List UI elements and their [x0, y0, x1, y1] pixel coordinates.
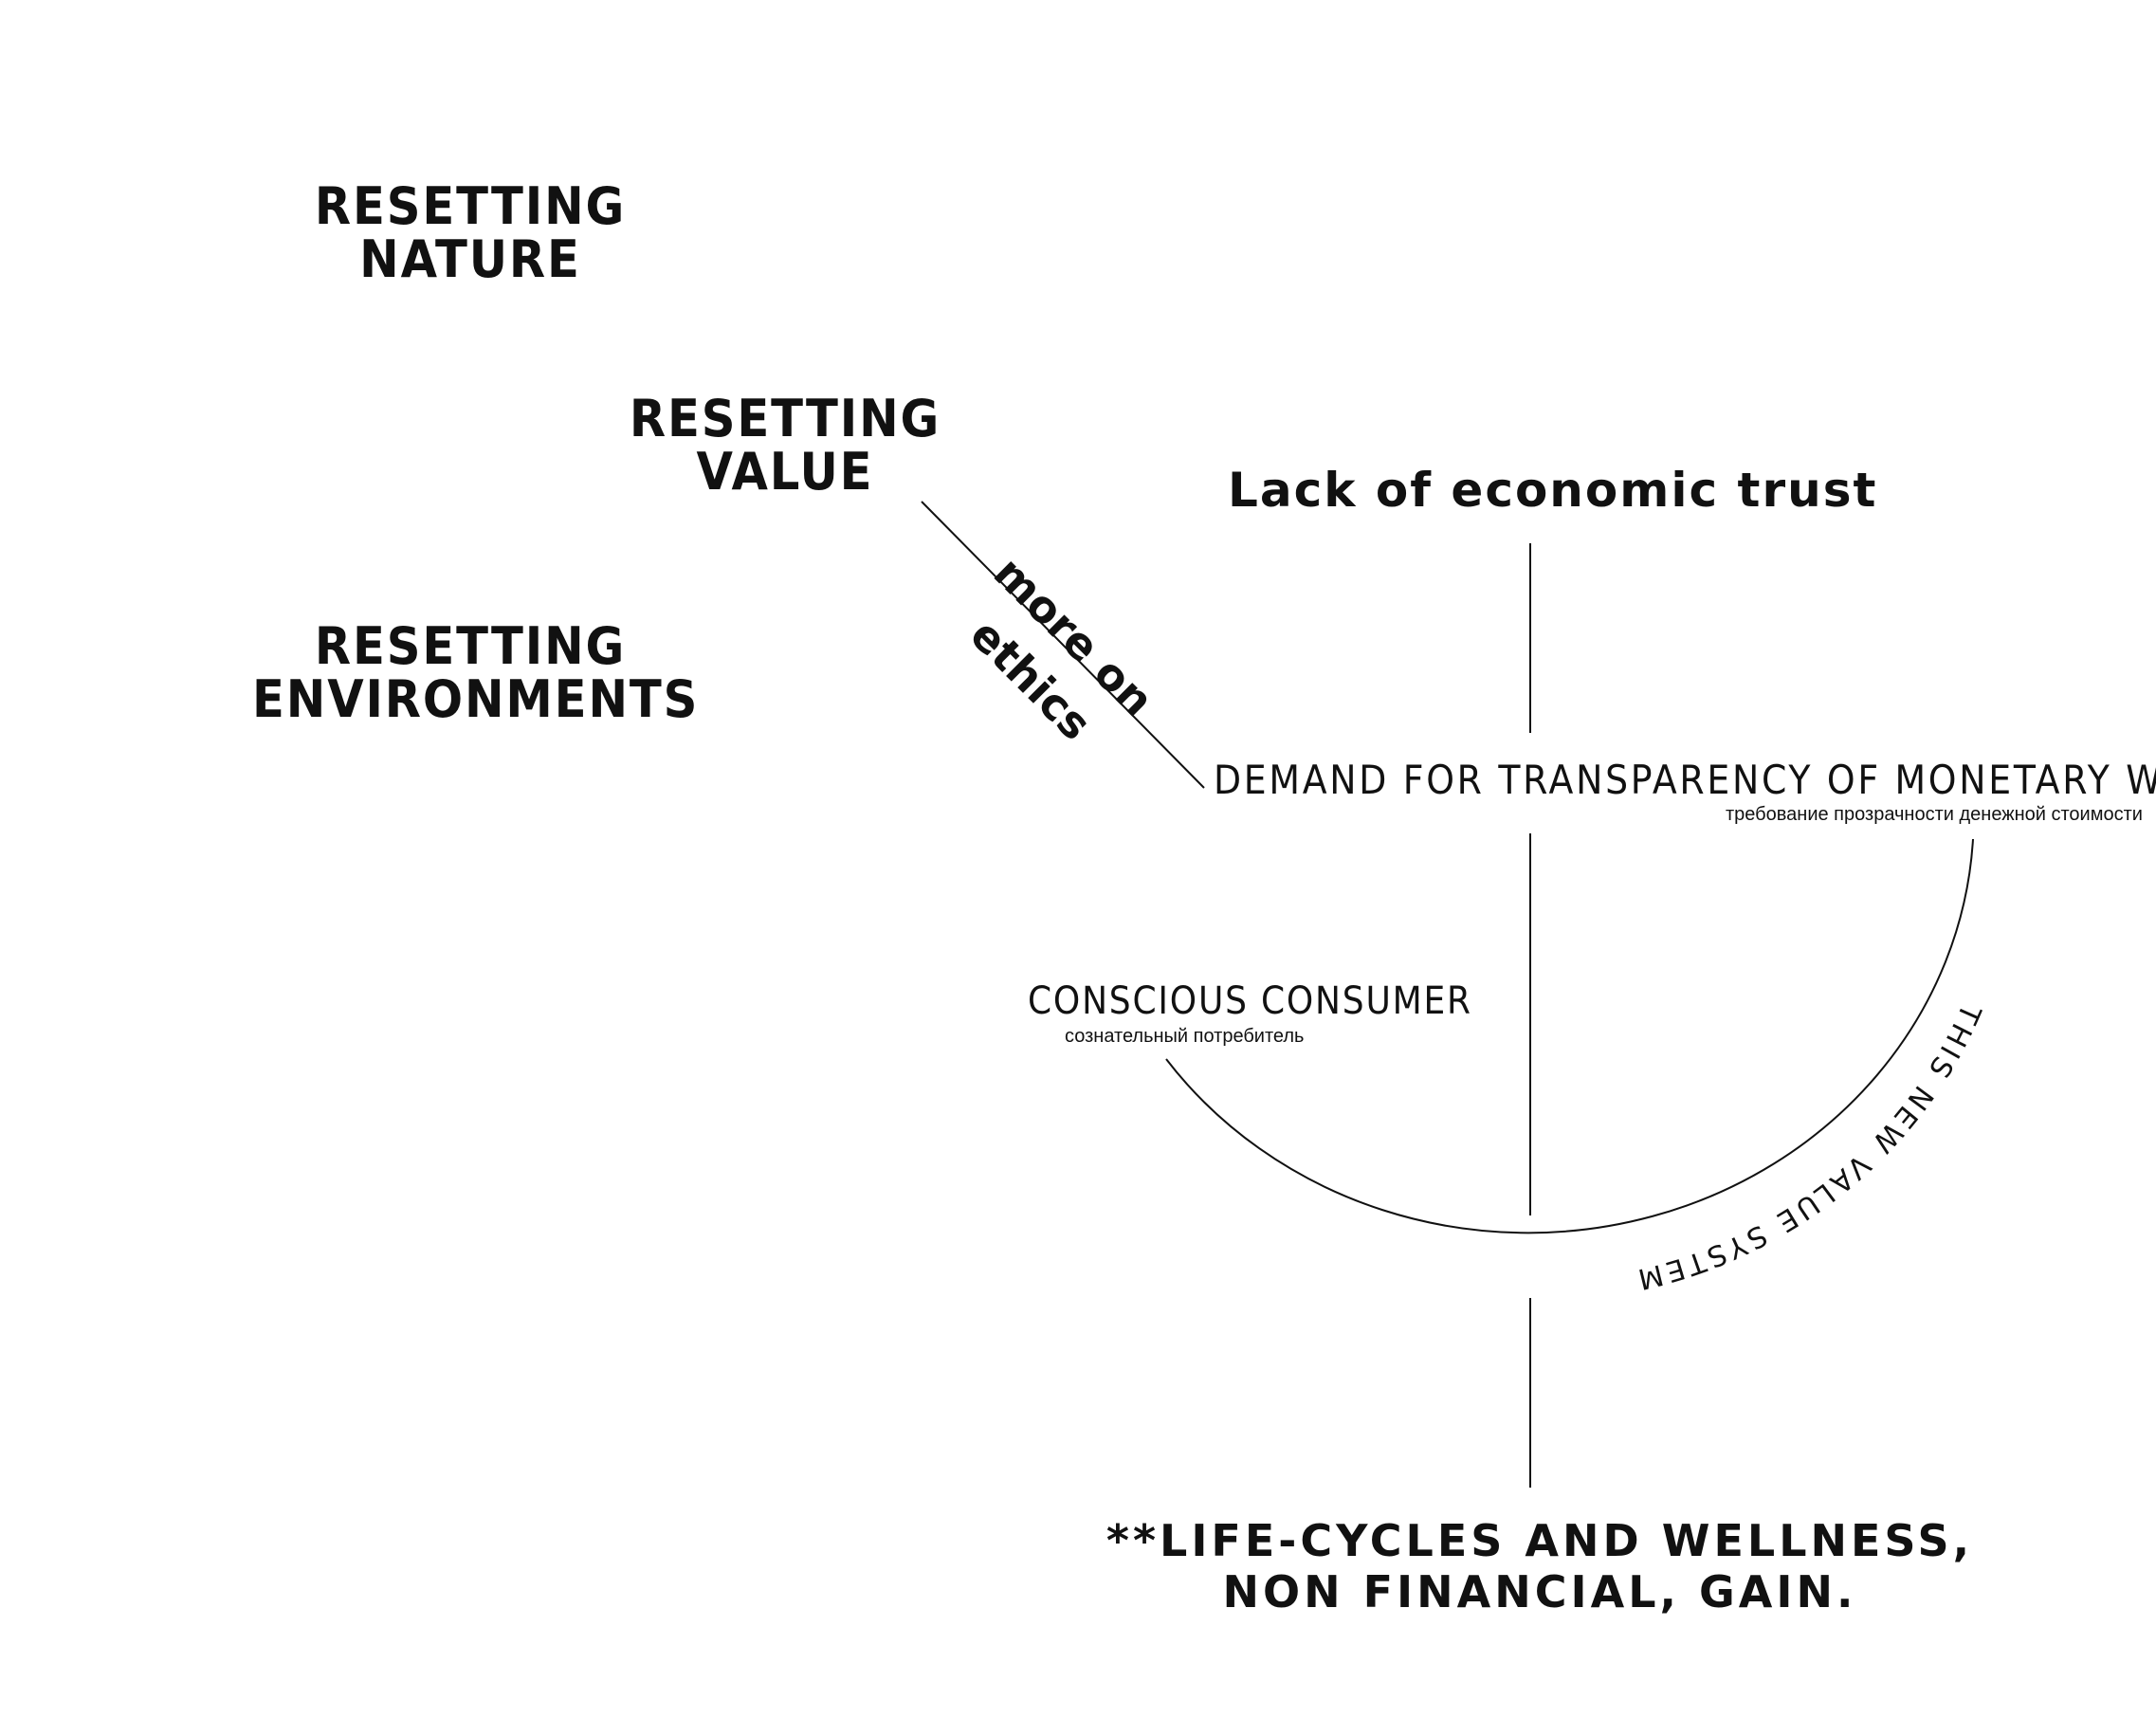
- demand-for-transparency-ru: требование прозрачности денежной стоимос…: [1726, 804, 2143, 825]
- resetting-value-line1: RESETTING: [629, 389, 941, 448]
- life-cycles-wellness: **LIFE-CYCLES AND WELLNESS, NON FINANCIA…: [1066, 1515, 2014, 1617]
- life-cycles-line1: **LIFE-CYCLES AND WELLNESS,: [1105, 1515, 1974, 1566]
- resetting-value: RESETTING VALUE: [611, 393, 959, 499]
- lack-of-economic-trust: Lack of economic trust: [1228, 463, 1878, 518]
- demand-for-transparency: DEMAND FOR TRANSPARENCY OF MONETARY WORT…: [1214, 757, 2156, 803]
- life-cycles-line2: NON FINANCIAL, GAIN.: [1222, 1566, 1857, 1617]
- resetting-environments: RESETTING ENVIRONMENTS: [252, 616, 700, 729]
- resetting-nature: RESETTING NATURE: [296, 180, 645, 286]
- arc-label: THIS NEW VALUE SYSTEM: [1631, 998, 1987, 1297]
- resetting-nature-line1: RESETTING: [314, 176, 627, 236]
- diagonal-connector: [921, 501, 1205, 789]
- resetting-environments-line2: ENVIRONMENTS: [252, 669, 700, 729]
- resetting-environments-line1: RESETTING: [314, 616, 627, 676]
- conscious-consumer: CONSCIOUS CONSUMER: [1028, 979, 1472, 1023]
- resetting-nature-line2: NATURE: [359, 229, 581, 289]
- conscious-consumer-ru: сознательный потребитель: [1065, 1026, 1305, 1047]
- resetting-value-line2: VALUE: [696, 442, 874, 502]
- value-system-arc: [1165, 838, 1974, 1234]
